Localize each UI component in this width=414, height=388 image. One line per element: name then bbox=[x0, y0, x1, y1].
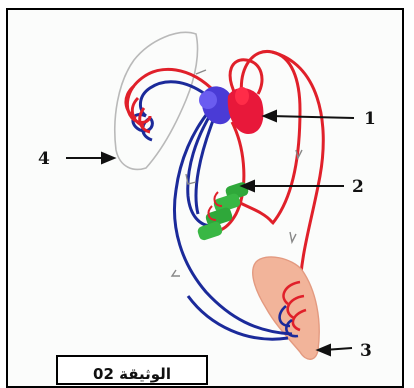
label-2: 2 bbox=[352, 177, 364, 197]
label-3: 3 bbox=[360, 341, 372, 361]
heart bbox=[199, 86, 263, 134]
label-1: 1 bbox=[364, 109, 376, 129]
organ-tissue bbox=[253, 257, 319, 359]
gills bbox=[196, 181, 249, 241]
label-4: 4 bbox=[38, 149, 50, 169]
figure-caption-text: الوثيقة 02 bbox=[93, 365, 171, 383]
